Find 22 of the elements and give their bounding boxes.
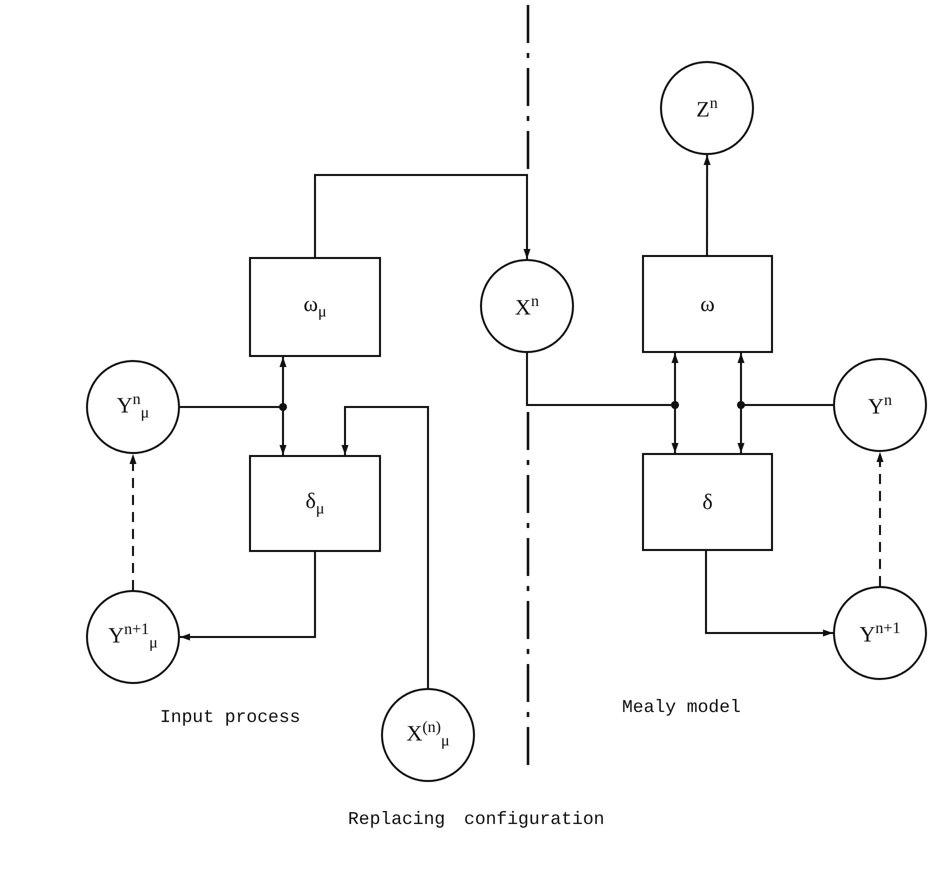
- arrow: [314, 174, 530, 259]
- function-box: [249, 455, 381, 552]
- symbol-label: Y$^{n+1}$: [860, 620, 900, 646]
- arrow: [876, 452, 884, 586]
- symbol-label: Y$^{n}$: [868, 392, 892, 418]
- function-box: [249, 257, 381, 357]
- symbol-label: δ: [702, 491, 713, 513]
- arrow: [130, 454, 136, 590]
- symbol-label: δ$_{μ}$: [306, 490, 324, 518]
- symbol-label: ω: [700, 293, 715, 315]
- arrow: [704, 155, 711, 255]
- caption: Replacing configuration: [348, 810, 604, 830]
- function-box: [642, 255, 773, 353]
- section-label: Mealy model: [622, 698, 741, 718]
- arrow: [180, 552, 316, 640]
- symbol-label: ω$_{μ}$: [303, 293, 327, 321]
- arrow: [705, 551, 833, 636]
- function-box: [642, 453, 773, 551]
- symbol-label: X$^{n}$: [515, 294, 539, 318]
- symbol-label: Z$^{n}$: [696, 96, 718, 120]
- arrow: [342, 406, 429, 688]
- section-label: Input process: [160, 708, 300, 728]
